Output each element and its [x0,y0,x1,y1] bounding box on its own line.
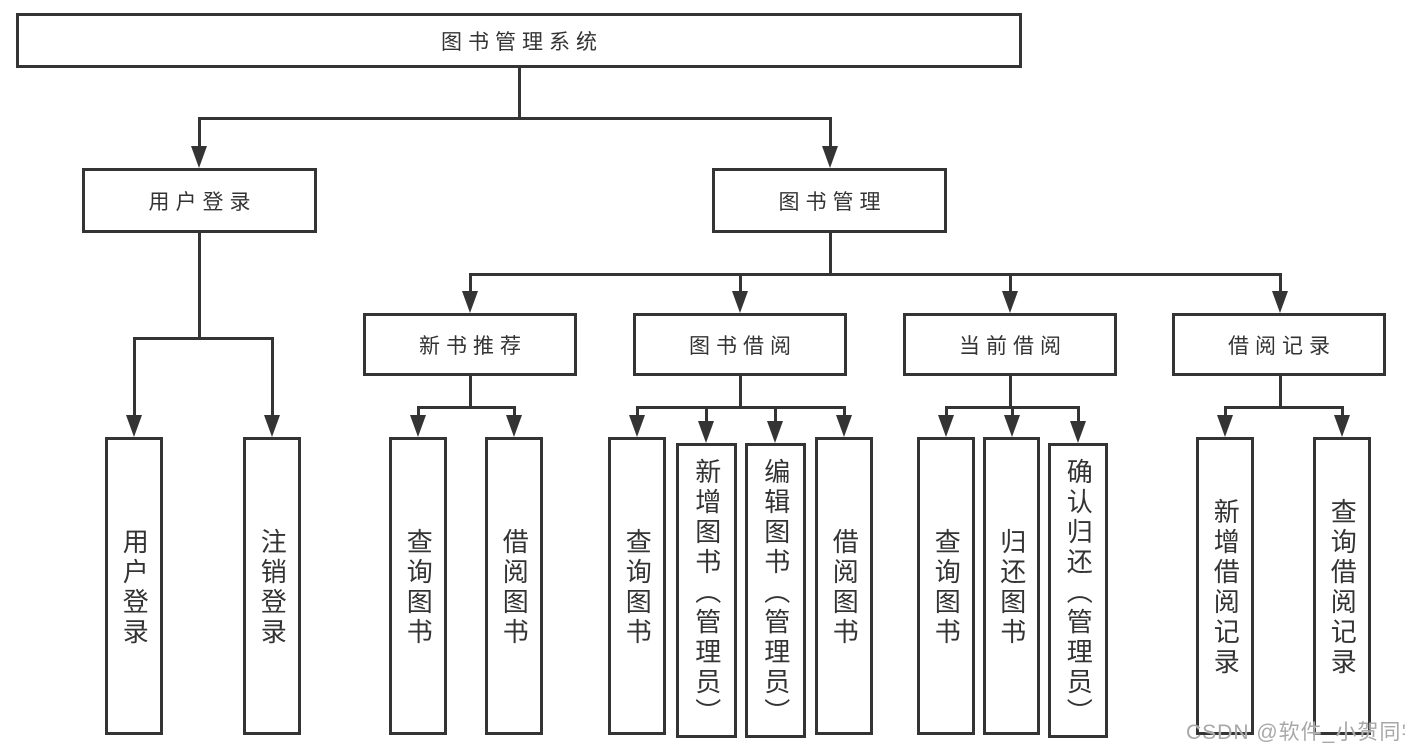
node-current-borrow: 当前借阅 [903,313,1117,376]
connector-user-login-bar [132,337,274,340]
leaf-edit-books-admin: 编辑图书（管理员） [745,443,806,738]
arrow-down-icon [1070,421,1086,443]
connector-book-mgmt-stem [828,233,832,276]
connector-borrow-bar [635,406,846,409]
leaf-label: 查询图书 [622,528,653,648]
leaf-query-books: 查询图书 [389,437,447,735]
leaf-label: 查询借阅记录 [1327,498,1358,678]
leaf-label: 查询图书 [403,528,434,648]
arrow-down-icon [767,421,783,443]
arrow-down-icon [836,415,852,437]
arrow-down-icon [732,291,748,313]
node-book-borrow: 图书借阅 [633,313,847,376]
connector-new-books-stem [468,376,472,409]
arrow-down-icon [1272,291,1288,313]
csdn-watermark: CSDN @软件_小贺同学 [1186,721,1405,744]
arrow-down-icon [264,415,280,437]
leaf-add-borrow-record: 新增借阅记录 [1196,437,1254,735]
leaf-label: 用户登录 [119,528,150,648]
leaf-label: 注销登录 [257,528,288,648]
leaf-label: 编辑图书（管理员） [760,457,791,728]
leaf-label: 借阅图书 [829,528,860,648]
connector-leaf-drop [132,337,136,416]
node-borrow-records-label: 借阅记录 [1228,334,1336,358]
leaf-label: 新增图书（管理员） [691,457,722,728]
node-user-login: 用户登录 [82,168,317,233]
arrow-down-icon [506,415,522,437]
connector-leaf-drop [1076,406,1080,423]
arrow-down-icon [629,415,645,437]
leaf-query-books: 查询图书 [917,437,975,735]
leaf-add-books-admin: 新增图书（管理员） [676,443,737,738]
node-book-borrow-label: 图书借阅 [689,334,797,358]
connector-borrow-drop [738,273,742,292]
connector-leaf-drop [416,406,420,418]
connector-records-stem [1278,376,1282,409]
leaf-query-borrow-record: 查询借阅记录 [1313,437,1371,735]
leaf-borrow-books: 借阅图书 [815,437,873,735]
leaf-logout: 注销登录 [243,437,301,735]
node-root-library-system: 图书管理系统 [16,13,1022,68]
connector-records-bar [1223,406,1344,409]
connector-root-bar [197,117,832,120]
connector-current-stem [1008,376,1012,409]
connector-records-drop [1278,273,1282,292]
leaf-label: 新增借阅记录 [1210,498,1241,678]
arrow-down-icon [126,415,142,437]
node-current-borrow-label: 当前借阅 [959,334,1067,358]
connector-leaf-drop [635,406,639,418]
leaf-confirm-return-admin: 确认归还（管理员） [1048,443,1108,738]
connector-leaf-drop [512,406,516,418]
leaf-return-books: 归还图书 [983,437,1040,735]
leaf-label: 查询图书 [931,528,962,648]
arrow-down-icon [938,415,954,437]
connector-new-books-drop [468,273,472,292]
connector-level3-bar [468,273,1282,276]
arrow-down-icon [1002,291,1018,313]
connector-leaf-drop [1223,406,1227,418]
connector-leaf-drop [944,406,948,418]
connector-root-stem [517,68,521,120]
arrow-down-icon [410,415,426,437]
connector-new-books-bar [416,406,516,409]
node-user-login-label: 用户登录 [148,190,257,214]
arrow-down-icon [1334,415,1350,437]
node-new-book-recommend: 新书推荐 [363,313,577,376]
arrow-down-icon [1004,415,1020,437]
leaf-borrow-books: 借阅图书 [485,437,543,735]
leaf-user-login: 用户登录 [105,437,163,735]
connector-current-drop [1008,273,1012,292]
connector-leaf-drop [270,337,274,416]
node-book-management: 图书管理 [712,168,947,233]
node-book-management-label: 图书管理 [778,190,887,214]
connector-leaf-drop [1010,406,1014,418]
arrow-down-icon [1217,415,1233,437]
arrow-down-icon [698,421,714,443]
arrow-down-icon [822,146,838,168]
connector-leaf-drop [704,406,708,423]
connector-user-login-stem [197,233,201,340]
connector-user-login-drop [197,117,201,146]
leaf-label: 归还图书 [996,528,1027,648]
leaf-label: 借阅图书 [499,528,530,648]
arrow-down-icon [462,291,478,313]
connector-book-mgmt-drop [828,117,832,146]
connector-leaf-drop [1340,406,1344,418]
leaf-query-books: 查询图书 [608,437,666,735]
node-borrow-records: 借阅记录 [1172,313,1386,376]
connector-borrow-stem [738,376,742,409]
leaf-label: 确认归还（管理员） [1063,457,1094,728]
arrow-down-icon [191,146,207,168]
node-new-book-recommend-label: 新书推荐 [419,334,527,358]
connector-leaf-drop [773,406,777,423]
node-root-label: 图书管理系统 [441,30,603,54]
connector-leaf-drop [842,406,846,418]
